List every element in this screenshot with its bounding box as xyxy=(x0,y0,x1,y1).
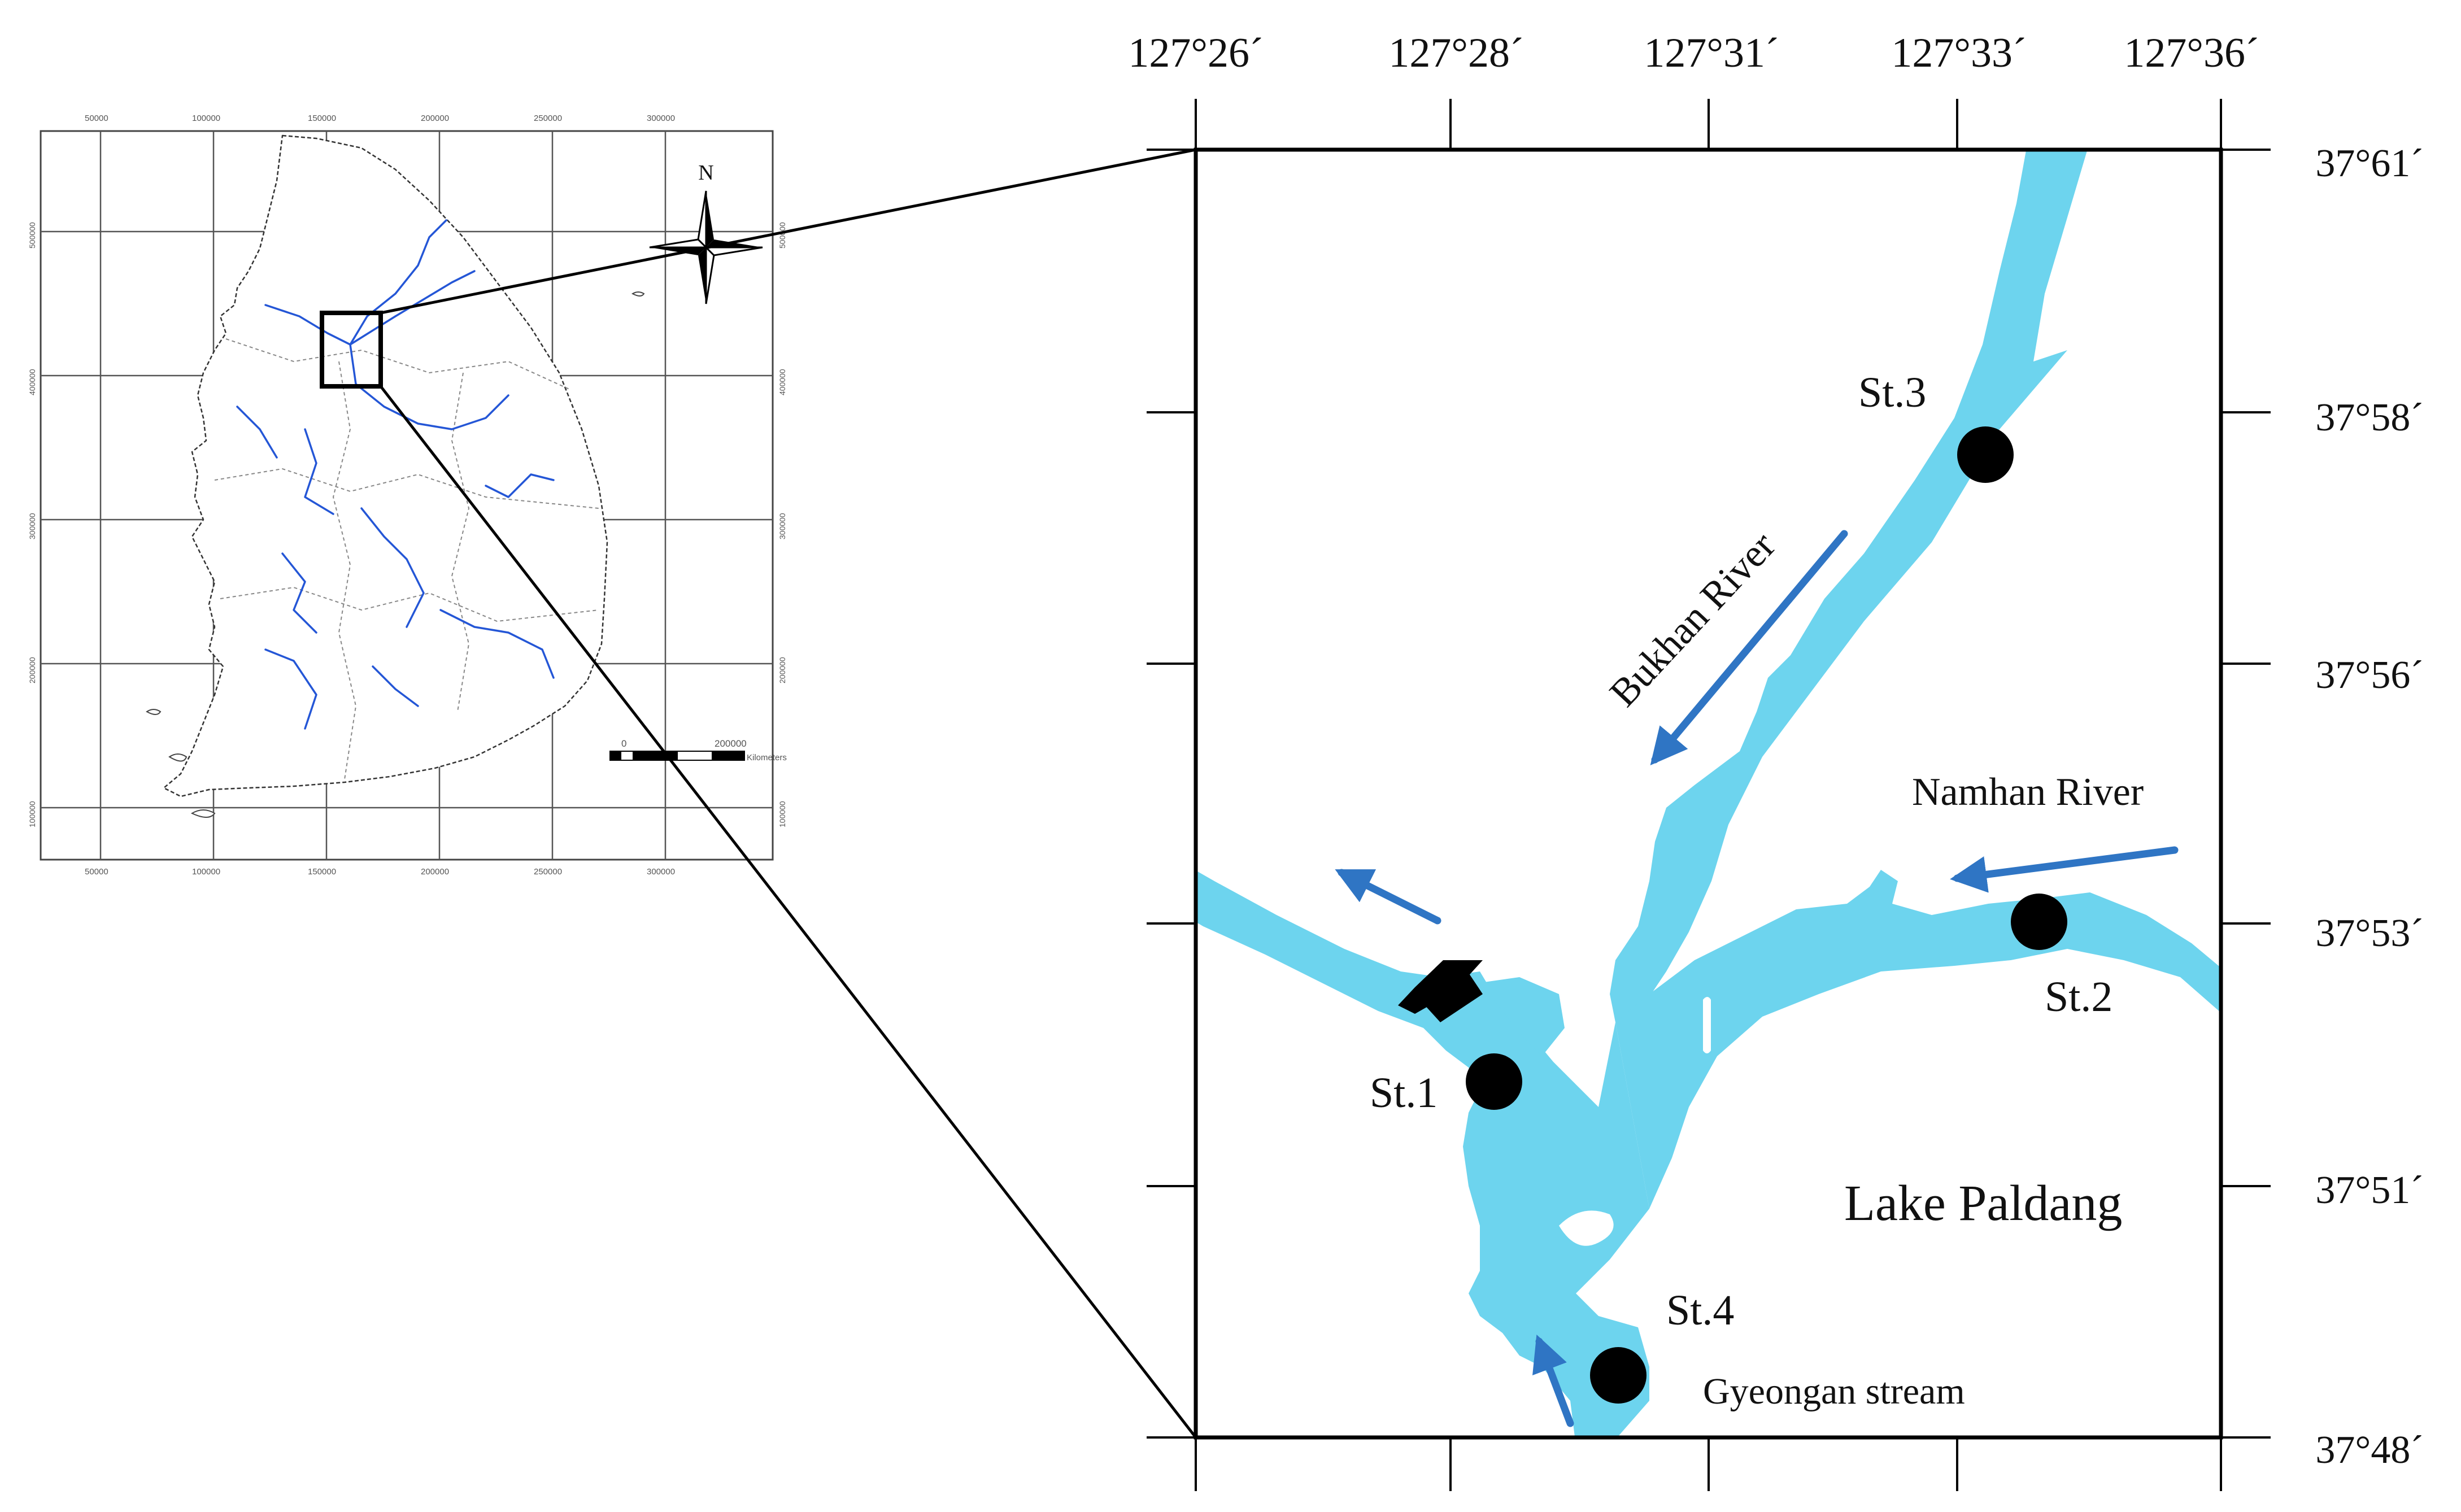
inset-bottom-label: 100000 xyxy=(192,867,220,877)
gyeongan-stream-label: Gyeongan stream xyxy=(1703,1371,1965,1412)
inset-bottom-label: 200000 xyxy=(421,867,449,877)
station-4-marker xyxy=(1590,1347,1647,1404)
longitude-labels: 127°26´ 127°28´ 127°31´ 127°33´ 127°36´ xyxy=(1128,30,2259,76)
scale-bar: 0 200000 Kilometers xyxy=(609,738,787,762)
station-1-label: St.1 xyxy=(1370,1069,1438,1117)
north-label: N xyxy=(698,161,713,185)
inset-grid-bottom-labels: 50000 100000 150000 200000 250000 300000 xyxy=(85,867,675,877)
inset-left-label: 400000 xyxy=(28,369,37,395)
latitude-label: 37°56´ xyxy=(2315,653,2423,697)
longitude-label: 127°31´ xyxy=(1644,30,1779,76)
inset-right-label: 200000 xyxy=(778,657,787,683)
lake-paldang-water xyxy=(1196,870,1649,1437)
inset-right-label: 400000 xyxy=(778,369,787,395)
inset-right-label: 500000 xyxy=(778,222,787,249)
station-labels: St.1 St.2 St.3 St.4 xyxy=(1370,369,2112,1334)
lake-island-small xyxy=(1703,997,1711,1053)
zoom-connectors xyxy=(380,148,1197,1439)
bukhan-flow-arrow xyxy=(1650,530,1848,765)
longitude-label: 127°36´ xyxy=(2124,30,2259,76)
inset-right-label: 300000 xyxy=(778,513,787,539)
station-1-marker xyxy=(1466,1053,1522,1110)
inset-islands xyxy=(146,291,645,818)
outflow-arrow xyxy=(1335,869,1441,925)
inset-left-label: 200000 xyxy=(28,657,37,683)
station-2-marker xyxy=(2011,894,2067,950)
inset-bottom-label: 250000 xyxy=(534,867,562,877)
inset-right-label: 100000 xyxy=(778,801,787,827)
longitude-label: 127°26´ xyxy=(1128,30,1263,76)
stations xyxy=(1466,426,2067,1404)
inset-grid-top-labels: 50000 100000 150000 200000 250000 300000 xyxy=(85,114,675,123)
inset-bottom-label: 50000 xyxy=(85,867,108,877)
station-4-label: St.4 xyxy=(1666,1287,1734,1334)
latitude-label: 37°53´ xyxy=(2315,912,2423,955)
inset-top-label: 100000 xyxy=(192,114,220,123)
latitude-label: 37°58´ xyxy=(2315,396,2423,439)
inset-left-label: 300000 xyxy=(28,513,37,539)
bukhan-river-label: Bukhan River xyxy=(1601,524,1784,715)
inset-grid-side-labels: 500000 400000 300000 200000 100000 50000… xyxy=(28,222,787,827)
longitude-label: 127°33´ xyxy=(1891,30,2026,76)
inset-bottom-label: 150000 xyxy=(308,867,336,877)
lake-water xyxy=(1196,150,2221,1437)
inset-bottom-label: 300000 xyxy=(647,867,675,877)
flow-arrows xyxy=(1335,530,2179,1427)
inset-top-label: 300000 xyxy=(647,114,675,123)
bukhan-river-water xyxy=(1610,150,2088,1022)
station-2-label: St.2 xyxy=(2045,973,2112,1021)
paldang-dam-body xyxy=(1412,960,1483,1022)
lake-cove xyxy=(1480,977,1565,1056)
latitude-label: 37°51´ xyxy=(2315,1169,2423,1212)
station-3-label: St.3 xyxy=(1858,369,1926,416)
namhan-river-water xyxy=(1615,870,2221,1209)
inset-left-label: 100000 xyxy=(28,801,37,827)
latitude-labels: 37°61´ 37°58´ 37°56´ 37°53´ 37°51´ 37°48… xyxy=(2315,142,2423,1472)
namhan-river-label: Namhan River xyxy=(1912,770,2144,814)
inset-map: 50000 100000 150000 200000 250000 300000… xyxy=(28,114,787,877)
scale-unit-label: Kilometers xyxy=(747,753,787,762)
gyeongan-flow-arrow xyxy=(1532,1334,1574,1427)
inset-top-label: 50000 xyxy=(85,114,108,123)
longitude-label: 127°28´ xyxy=(1388,30,1523,76)
study-area-box xyxy=(320,311,383,389)
inset-left-label: 500000 xyxy=(28,222,37,249)
namhan-flow-arrow xyxy=(1950,846,2179,893)
inset-top-label: 200000 xyxy=(421,114,449,123)
lake-name-label: Lake Paldang xyxy=(1844,1175,2122,1231)
scale-end-label: 200000 xyxy=(715,738,747,749)
scale-start-label: 0 xyxy=(621,738,626,749)
latitude-label: 37°48´ xyxy=(2315,1428,2423,1472)
lake-island xyxy=(1559,1210,1614,1246)
inset-top-label: 150000 xyxy=(308,114,336,123)
frame-ticks xyxy=(1147,99,2271,1491)
inset-top-label: 250000 xyxy=(534,114,562,123)
station-3-marker xyxy=(1957,426,2014,483)
main-map: 127°26´ 127°28´ 127°31´ 127°33´ 127°36´ … xyxy=(1128,30,2424,1491)
inset-rivers xyxy=(236,219,555,730)
latitude-label: 37°61´ xyxy=(2315,142,2423,185)
